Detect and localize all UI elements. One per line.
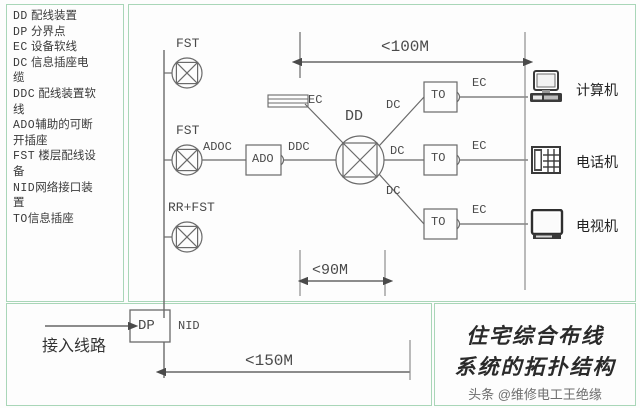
reference-lines <box>299 32 526 296</box>
legend-code: DDC <box>13 87 36 101</box>
legend-text: 网络接口装 <box>35 181 93 194</box>
list-item: ADO辅助的可断 <box>13 118 118 134</box>
legend-text: 配线装置软 <box>38 87 96 100</box>
legend-text: 楼层配线设 <box>38 150 96 163</box>
legend-text: 信息插座 <box>27 212 74 225</box>
list-item: FST 楼层配线设 <box>13 149 118 165</box>
ec-patch-label: EC <box>308 93 323 107</box>
ddc-link-label: DDC <box>288 140 310 154</box>
legend-text: 缆 <box>13 72 25 85</box>
caption-panel: 住宅综合布线 系统的拓扑结构 头条 @维修电工王绝缘 <box>434 303 636 406</box>
list-item: DP 分界点 <box>13 25 118 41</box>
legend-code: DP <box>13 25 28 39</box>
terminal-label-television: 电视机 <box>576 218 618 234</box>
backbone-links <box>202 144 336 176</box>
legend-code: TO <box>13 212 28 226</box>
fst-mid-node <box>164 144 203 176</box>
list-item: 缆 <box>13 71 118 87</box>
terminal-label-telephone: 电话机 <box>576 154 618 170</box>
dp-box-label: DP <box>138 318 155 334</box>
telephone-icon <box>531 146 561 174</box>
dc-link-label-2: DC <box>390 144 405 158</box>
legend-panel: DD 配线装置 DP 分界点 EC 设备软线 DC 信息插座电 缆 DDC 配线… <box>6 4 124 302</box>
legend-text: 置 <box>13 197 25 210</box>
patch-panel-symbol <box>267 94 309 108</box>
watermark: 头条 @维修电工王绝缘 <box>468 387 602 402</box>
legend-code: FST <box>13 150 36 164</box>
list-item: DD 配线装置 <box>13 9 118 25</box>
legend-text: 辅助的可断 <box>35 119 93 132</box>
dimension-90m-label: <90M <box>312 262 349 279</box>
dd-hub-label: DD <box>345 108 364 125</box>
topology-panel <box>128 4 636 302</box>
list-item: EC 设备软线 <box>13 40 118 56</box>
access-line-label: 接入线路 <box>42 338 107 355</box>
dimension-150m-label: <150M <box>245 352 294 370</box>
legend-text: 线 <box>13 103 25 116</box>
legend-text: 分界点 <box>31 25 66 38</box>
dc-link-label-3: DC <box>386 184 401 198</box>
legend-text: 设备软线 <box>31 41 78 54</box>
ec-link-label-2: EC <box>472 139 487 153</box>
to-outlet-1 <box>423 81 528 113</box>
list-item: TO信息插座 <box>13 212 118 228</box>
dc-links <box>378 96 425 225</box>
nid-label: NID <box>178 319 200 333</box>
legend-text: 开插座 <box>13 134 48 147</box>
legend-list: DD 配线装置 DP 分界点 EC 设备软线 DC 信息插座电 缆 DDC 配线… <box>7 5 123 227</box>
legend-code: ADO <box>13 119 36 133</box>
caption-line-1: 住宅综合布线 <box>466 324 604 348</box>
fst-bottom-node <box>164 221 203 253</box>
to-label-1: TO <box>431 88 446 102</box>
to-label-2: TO <box>431 151 446 165</box>
terminal-label-computer: 计算机 <box>576 82 618 98</box>
list-item: 置 <box>13 196 118 212</box>
television-icon <box>530 209 564 239</box>
list-item: 开插座 <box>13 134 118 150</box>
list-item: 备 <box>13 165 118 181</box>
list-item: 线 <box>13 103 118 119</box>
to-outlet-2 <box>423 144 528 176</box>
computer-icon <box>530 70 562 102</box>
dc-link-label-1: DC <box>386 98 401 112</box>
to-outlet-3 <box>423 208 528 240</box>
legend-code: DC <box>13 56 28 70</box>
list-item: NID网络接口装 <box>13 181 118 197</box>
legend-code: EC <box>13 41 28 55</box>
ec-patch-link <box>304 103 346 146</box>
ec-link-label-3: EC <box>472 203 487 217</box>
legend-code: NID <box>13 181 36 195</box>
to-label-3: TO <box>431 215 446 229</box>
legend-text: 配线装置 <box>31 10 78 22</box>
list-item: DDC 配线装置软 <box>13 87 118 103</box>
legend-text: 备 <box>13 165 25 178</box>
fst-top-node <box>164 57 203 89</box>
list-item: DC 信息插座电 <box>13 56 118 72</box>
access-line-panel <box>6 303 432 406</box>
caption-line-2: 系统的拓扑结构 <box>454 355 616 379</box>
dd-hub-symbol <box>335 135 385 185</box>
fst-top-label: FST <box>176 36 200 51</box>
ado-box-label: ADO <box>252 152 274 166</box>
adoc-link-label: ADOC <box>203 140 232 154</box>
legend-code: DD <box>13 10 28 23</box>
fst-mid-label: FST <box>176 123 200 138</box>
dimension-100m-label: <100M <box>381 38 430 56</box>
legend-text: 信息插座电 <box>31 56 89 69</box>
fst-bottom-label: RR+FST <box>168 200 215 215</box>
ec-link-label-1: EC <box>472 76 487 90</box>
